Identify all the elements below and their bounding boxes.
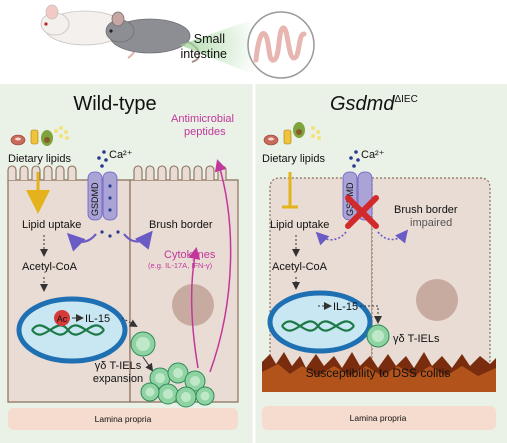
ko-cell-nucleus-right — [416, 279, 458, 321]
wt-cell-nucleus-right — [172, 284, 214, 326]
wild-type-panel: Wild-type Dietary lipids Ca²⁺ — [7, 93, 239, 430]
wt-calcium-arrow-left — [66, 232, 97, 252]
wt-antimicrobial-line1: Antimicrobial — [171, 113, 234, 125]
wt-brush-border-label: Brush border — [149, 219, 213, 231]
wt-t-cell-cluster — [140, 362, 215, 408]
wt-gsdmd-pore: GSDMD — [87, 171, 120, 238]
organ-label-line1: Small — [194, 32, 225, 46]
wt-calcium-ions — [97, 150, 108, 168]
ko-susceptibility-label: Susceptibility to DSS colitis — [306, 366, 451, 380]
ko-t-cell — [366, 324, 390, 348]
knockout-title: GsdmdΔIEC — [330, 93, 418, 115]
food-icons — [10, 126, 69, 146]
wt-cytokine-examples: (e.g. IL-17A, IFN-γ) — [148, 261, 213, 270]
ko-il15-label: IL-15 — [333, 301, 358, 313]
ko-tiel-label: γδ T-IELs — [393, 333, 440, 345]
ko-nucleus: IL-15 — [267, 290, 382, 354]
wt-t-cell — [130, 331, 156, 357]
wt-il15-label: IL-15 — [85, 313, 110, 325]
wt-tiel-line1: γδ T-IELs — [95, 360, 142, 372]
wt-nucleus: Ac IL-15 — [16, 296, 138, 364]
wt-lamina-propria-label: Lamina propria — [95, 414, 152, 424]
wt-gsdmd-label: GSDMD — [90, 182, 100, 216]
ko-calcium-label: Ca²⁺ — [361, 149, 385, 161]
ko-damaged-mucosa-inner — [262, 364, 496, 392]
ko-calcium-arrow-right — [377, 229, 409, 244]
wt-acetyl-coa-label: Acetyl-CoA — [22, 261, 78, 273]
ko-calcium-ions — [349, 150, 360, 168]
ko-brush-border-line1: Brush border — [394, 204, 458, 216]
knockout-panel: GsdmdΔIEC Dietary lipids Ca²⁺ GSDMD — [262, 93, 496, 430]
ko-dietary-lipids-label: Dietary lipids — [262, 153, 325, 165]
wt-lipid-uptake-label: Lipid uptake — [22, 219, 81, 231]
ko-food-icons — [263, 122, 321, 146]
knockout-title-sup: ΔIEC — [394, 94, 417, 105]
block-cross-icon — [345, 195, 379, 229]
wt-antimicrobial-arrow — [209, 159, 232, 373]
ko-lamina-propria-label: Lamina propria — [350, 413, 407, 423]
wild-type-title: Wild-type — [73, 93, 156, 115]
acetylation-badge — [54, 310, 70, 326]
small-intestine-magnifier — [247, 11, 315, 79]
mice-illustration — [40, 4, 201, 63]
wt-antimicrobial-line2: peptides — [184, 126, 226, 138]
organ-label-line2: intestine — [180, 47, 227, 61]
wt-tiel-line2: expansion — [93, 373, 143, 385]
zoom-beam — [180, 16, 262, 78]
wt-lamina-propria-band — [8, 408, 238, 430]
wt-ac-label: Ac — [57, 314, 68, 324]
knockout-title-main: Gsdmd — [330, 93, 395, 115]
wt-expansion-arrow — [142, 356, 154, 372]
ko-brush-border-line2: impaired — [410, 217, 452, 229]
ko-lipid-uptake-label: Lipid uptake — [270, 219, 329, 231]
wt-cytokine-arrow — [188, 247, 201, 369]
ko-calcium-arrow-left — [315, 231, 347, 246]
wt-calcium-label: Ca²⁺ — [109, 149, 133, 161]
wt-cytokines-label: Cytokynes — [164, 249, 216, 261]
wt-dietary-lipids-label: Dietary lipids — [8, 153, 71, 165]
wt-calcium-arrow-right — [123, 230, 153, 250]
ko-lamina-propria-band — [262, 406, 496, 430]
ko-acetyl-coa-label: Acetyl-CoA — [272, 261, 328, 273]
